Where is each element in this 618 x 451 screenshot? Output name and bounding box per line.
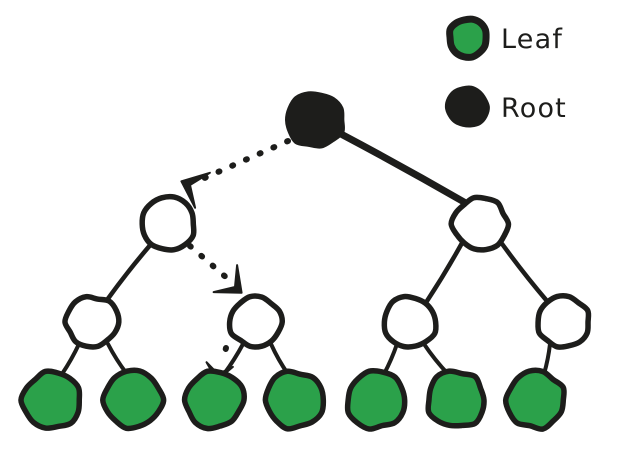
traversal-dotted-line <box>197 138 291 183</box>
tree-edge <box>337 130 468 206</box>
arrowhead-icon <box>212 264 243 294</box>
legend-swatch-root-icon <box>444 85 490 128</box>
internal-node-shape <box>381 293 439 350</box>
tree-node-leaf-1[interactable] <box>18 368 83 431</box>
tree-node-n-l[interactable] <box>139 193 197 253</box>
internal-node-shape <box>139 193 197 253</box>
tree-node-n-rl[interactable] <box>381 293 439 350</box>
leaf-node-shape <box>425 368 487 429</box>
edges-layer <box>60 130 552 376</box>
tree-node-n-lr[interactable] <box>226 293 285 350</box>
leaf-node-shape <box>18 368 83 431</box>
tree-edge <box>382 342 399 376</box>
leaf-node-shape <box>344 367 408 432</box>
tree-node-leaf-7[interactable] <box>502 367 567 432</box>
tree-node-leaf-3[interactable] <box>181 368 247 432</box>
internal-node-shape <box>226 293 285 350</box>
root-node-shape <box>284 91 346 149</box>
tree-node-leaf-5[interactable] <box>344 367 408 432</box>
tree-edge <box>104 240 155 303</box>
traversal-dotted-line <box>219 345 229 365</box>
tree-edge <box>60 342 81 376</box>
leaf-node-shape <box>181 368 247 432</box>
tree-node-leaf-4[interactable] <box>262 368 327 432</box>
internal-node-shape <box>535 293 592 350</box>
legend-item-leaf[interactable]: Leaf <box>446 15 564 61</box>
legend-item-root[interactable]: Root <box>444 85 567 128</box>
leaf-node-shape <box>502 367 567 432</box>
nodes-layer <box>18 91 592 432</box>
tree-node-leaf-2[interactable] <box>100 367 167 432</box>
internal-node-shape <box>448 194 512 253</box>
tree-node-n-r[interactable] <box>448 194 512 253</box>
leaf-node-shape <box>262 368 327 432</box>
arrowhead-icon <box>180 171 211 209</box>
leaf-node-shape <box>100 367 167 432</box>
tree-edge <box>497 238 550 304</box>
tree-edge <box>424 240 465 304</box>
legend-label-leaf: Leaf <box>501 24 563 55</box>
traversal-dotted-line <box>187 243 231 282</box>
legend-swatch-leaf-icon <box>446 15 490 61</box>
internal-node-shape <box>62 293 122 350</box>
legend-label-root: Root <box>501 93 567 124</box>
tree-node-leaf-6[interactable] <box>425 368 487 429</box>
tree-node-n-ll[interactable] <box>62 293 122 350</box>
tree-node-root[interactable] <box>284 91 346 149</box>
tree-node-n-rr[interactable] <box>535 293 592 350</box>
